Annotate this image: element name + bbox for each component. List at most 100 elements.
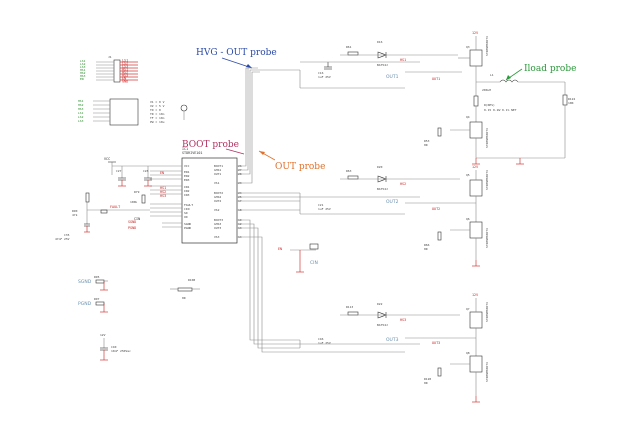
ic-pin-boot2: BOOT2 xyxy=(214,191,223,195)
phase-v-diode-part: BAT54J xyxy=(377,187,388,191)
boot-probe-arrow xyxy=(225,148,245,155)
sgnd-label: SGND xyxy=(78,279,92,285)
ic-pin-cin: CIN xyxy=(184,207,190,211)
sgnd-res-ref: R95 xyxy=(94,275,100,279)
ic-pin-sgnd: SGND xyxy=(184,222,191,226)
phase-u-hs-mos-part: STD8NM60DT4 xyxy=(485,36,489,56)
phase-u-gate-res-ref: R61 xyxy=(346,45,352,49)
header-body xyxy=(113,59,121,83)
header-line-6: HS3 xyxy=(122,74,128,78)
ic-net-in3: HS3 xyxy=(160,194,166,198)
phase-u-ls-mos-ref: Q4 xyxy=(466,115,470,119)
phase-w-ls-res-value: 0R xyxy=(424,381,428,385)
bulk-cap-ref: C40 xyxy=(111,345,117,349)
boot-probe-annotation: BOOT probe xyxy=(182,140,245,155)
phase-v-hs-mosfet xyxy=(469,179,483,197)
phase-u-diode-ref: D16 xyxy=(377,40,383,44)
header-net-5: HS2 xyxy=(80,71,86,75)
driver-ic: IC1 STDRIVE101 VCC EN1 EN2 EN3 IN1 IN2 I… xyxy=(181,147,242,244)
phase-w-ls-mosfet xyxy=(469,355,483,373)
pwm-source-labels: HS1 HS2 HS3 LS1 LS2 LS3 xyxy=(78,99,84,123)
ic-pin-out2: OUT2 xyxy=(214,199,221,203)
pgnd-label: PGND xyxy=(78,301,92,307)
ic-pin-boot1: BOOT1 xyxy=(214,164,223,168)
ic-pin-vs1: VS1 xyxy=(214,181,220,185)
ic-net-in2: HS2 xyxy=(160,190,166,194)
phase-w-boot-cap-ref: C46 xyxy=(318,337,324,341)
pwm-setting-td: TD = 0 xyxy=(150,108,161,112)
phase-u-gate-res xyxy=(347,51,359,56)
bridge-res-ref: R108 xyxy=(188,278,195,282)
header-net-1: LS1 xyxy=(80,59,86,63)
phase-w-out-label: OUT3 xyxy=(386,337,399,343)
header-net-2: LS2 xyxy=(80,62,86,66)
ic-pin-boot3: BOOT3 xyxy=(214,218,223,222)
resistor-r79-ref: R79 xyxy=(134,190,140,194)
sense-resistor-value: 0.15 0.2W 0.1% NET xyxy=(484,108,517,112)
ic-pin-ghs1: GHS1 xyxy=(214,168,221,172)
bulk-cap-value: 10nF 250Vac xyxy=(111,349,131,353)
phase-w-ls-mos-part: STD8NM60DT4 xyxy=(485,362,489,382)
header-net-4: HS1 xyxy=(80,68,86,72)
sense-resistor xyxy=(473,95,479,107)
pwm-settings: V1 = 0 V V2 = 5 V TD = 0 TR = 10n TF = 1… xyxy=(150,100,165,124)
header-line-1: LS1 xyxy=(122,59,128,63)
ic-pin-od: OD xyxy=(184,215,188,219)
phase-v-ls-mosfet xyxy=(469,221,483,239)
header-net-6: HS3 xyxy=(80,74,86,78)
phase-w-hv-label: 12V xyxy=(472,293,478,297)
ic-input-network: EN HS1 HS2 HS3 CIN VCC C27 C28 R90 47k C… xyxy=(55,157,182,241)
hvg-out-probe-label: HVG - OUT probe xyxy=(196,48,277,58)
ic-pin-in3: IN3 xyxy=(184,193,190,197)
phase-u-hv-label: 12V xyxy=(472,31,478,35)
ic-pin-vs3: VS3 xyxy=(214,235,220,239)
iload-probe-arrowhead xyxy=(506,75,511,80)
phase-v-boot-cap-ref: C21 xyxy=(318,203,324,207)
iload-probe-label: Iload probe xyxy=(524,64,576,74)
resistor-r79-value: 100k xyxy=(130,200,137,204)
resistor-r90-ref: R90 xyxy=(72,209,78,213)
phase-v-diode-ref: D20 xyxy=(377,165,383,169)
phase-w-hs-mos-part: STD8NM60DT4 xyxy=(485,302,489,322)
ic-pin-in2: IN2 xyxy=(184,189,190,193)
ic-net-cin: CIN xyxy=(134,217,140,221)
phase-w-diode-ref: D22 xyxy=(377,302,383,306)
pwm-net-hs2: HS2 xyxy=(78,103,84,107)
phase-v-gate-res-ref: R63 xyxy=(346,169,352,173)
phase-u-stage: C16 1uF 25V R61 D16 BAT54J HS1 OUT1 OUT1… xyxy=(299,31,575,165)
phase-u-boot-cap-value: 1uF 25V xyxy=(318,75,331,79)
cap-c28-ref: C28 xyxy=(143,169,149,173)
bulk-cap-hv-label: 12V xyxy=(100,333,106,337)
ic-ref: IC1 xyxy=(182,147,188,151)
ic-pin-fault: FAULT xyxy=(184,203,193,207)
cin-test-label: CIN xyxy=(310,260,318,266)
pwm-setting-v1: V1 = 0 V xyxy=(150,100,165,104)
pwm-source-pins xyxy=(93,98,139,126)
phase-w-ls-res xyxy=(437,367,442,377)
pwm-net-hs1: HS1 xyxy=(78,99,84,103)
out-probe-label: OUT probe xyxy=(275,162,325,172)
ic-pin-pgnd: PGND xyxy=(184,226,191,230)
resistor-r90-value: 47k xyxy=(72,213,78,217)
phase-w-ls-res-ref: R120 xyxy=(424,377,431,381)
phase-u-out-label: OUT1 xyxy=(386,74,399,80)
phase-u-ls-res-value: 0R xyxy=(424,143,428,147)
header-net-3: LS3 xyxy=(80,65,86,69)
iload-probe-annotation: Iload probe xyxy=(505,64,576,81)
cap-c35-ref: C35 xyxy=(64,233,70,237)
phase-v-ls-mos-ref: Q6 xyxy=(466,217,470,221)
vcc-label: VCC xyxy=(104,157,110,161)
phase-u-out-net: OUT1 xyxy=(432,77,440,81)
bulk-capacitor: 12V C40 10nF 250Vac xyxy=(100,333,131,361)
ic-pin-ghs2: GHS2 xyxy=(214,195,221,199)
fault-net-label: FAULT xyxy=(110,205,120,209)
ic-right-pins: BOOT1 GHS1 OUT1 VS1 BOOT2 GHS2 OUT2 VS2 … xyxy=(214,164,223,239)
resistor-r90 xyxy=(85,192,90,203)
pwm-net-ls2: LS2 xyxy=(78,115,84,119)
header-net-7: EN xyxy=(80,77,84,81)
phase-v-gate-res xyxy=(347,175,359,180)
phase-w-hs-mosfet xyxy=(469,311,483,329)
header-line-2: LS2 xyxy=(122,62,128,66)
resistor-r79 xyxy=(141,194,146,204)
cin-en-net: EN xyxy=(278,247,282,251)
